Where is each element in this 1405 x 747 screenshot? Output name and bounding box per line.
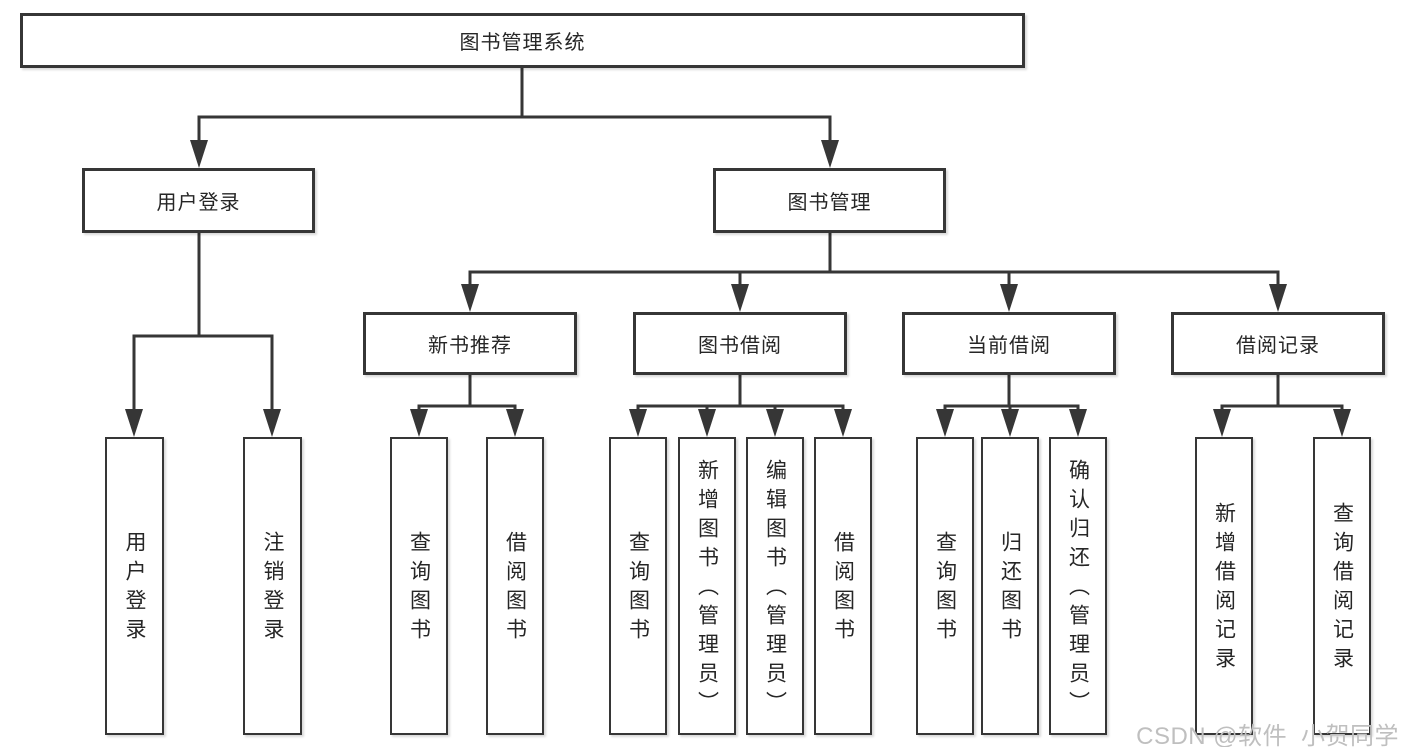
leaf-confirm-return-admin: 确认归还（管理员） xyxy=(1049,437,1107,735)
node-current-borrow: 当前借阅 xyxy=(902,312,1116,375)
leaf-query-books-borrow: 查询图书 xyxy=(609,437,667,735)
connector-user-login-to-children xyxy=(125,232,281,437)
leaf-borrow-books: 借阅图书 xyxy=(814,437,872,735)
node-borrow-records: 借阅记录 xyxy=(1171,312,1385,375)
node-new-book-recommend: 新书推荐 xyxy=(363,312,577,375)
node-user-login: 用户登录 xyxy=(82,168,315,233)
connector-root-to-level1 xyxy=(190,66,839,168)
leaf-query-borrow-record: 查询借阅记录 xyxy=(1313,437,1371,735)
csdn-watermark: CSDN @软件_小贺同学 xyxy=(1136,723,1399,747)
leaf-add-books-admin: 新增图书（管理员） xyxy=(678,437,736,735)
node-book-management: 图书管理 xyxy=(713,168,946,233)
leaf-logout: 注销登录 xyxy=(243,437,302,735)
leaf-query-books-newbook: 查询图书 xyxy=(390,437,448,735)
leaf-add-borrow-record: 新增借阅记录 xyxy=(1195,437,1253,735)
connector-book-management-to-level2 xyxy=(461,232,1287,312)
connector-new-book-to-children xyxy=(410,375,524,437)
leaf-borrow-books-newbook: 借阅图书 xyxy=(486,437,544,735)
connector-borrow-records-to-children xyxy=(1213,375,1351,437)
connector-current-borrow-to-children xyxy=(936,375,1087,437)
connector-book-borrow-to-children xyxy=(629,375,852,437)
leaf-edit-books-admin: 编辑图书（管理员） xyxy=(746,437,804,735)
leaf-query-books-current: 查询图书 xyxy=(916,437,974,735)
node-book-borrow: 图书借阅 xyxy=(633,312,847,375)
node-library-management-system: 图书管理系统 xyxy=(20,13,1025,68)
leaf-user-login: 用户登录 xyxy=(105,437,164,735)
leaf-return-books: 归还图书 xyxy=(981,437,1039,735)
